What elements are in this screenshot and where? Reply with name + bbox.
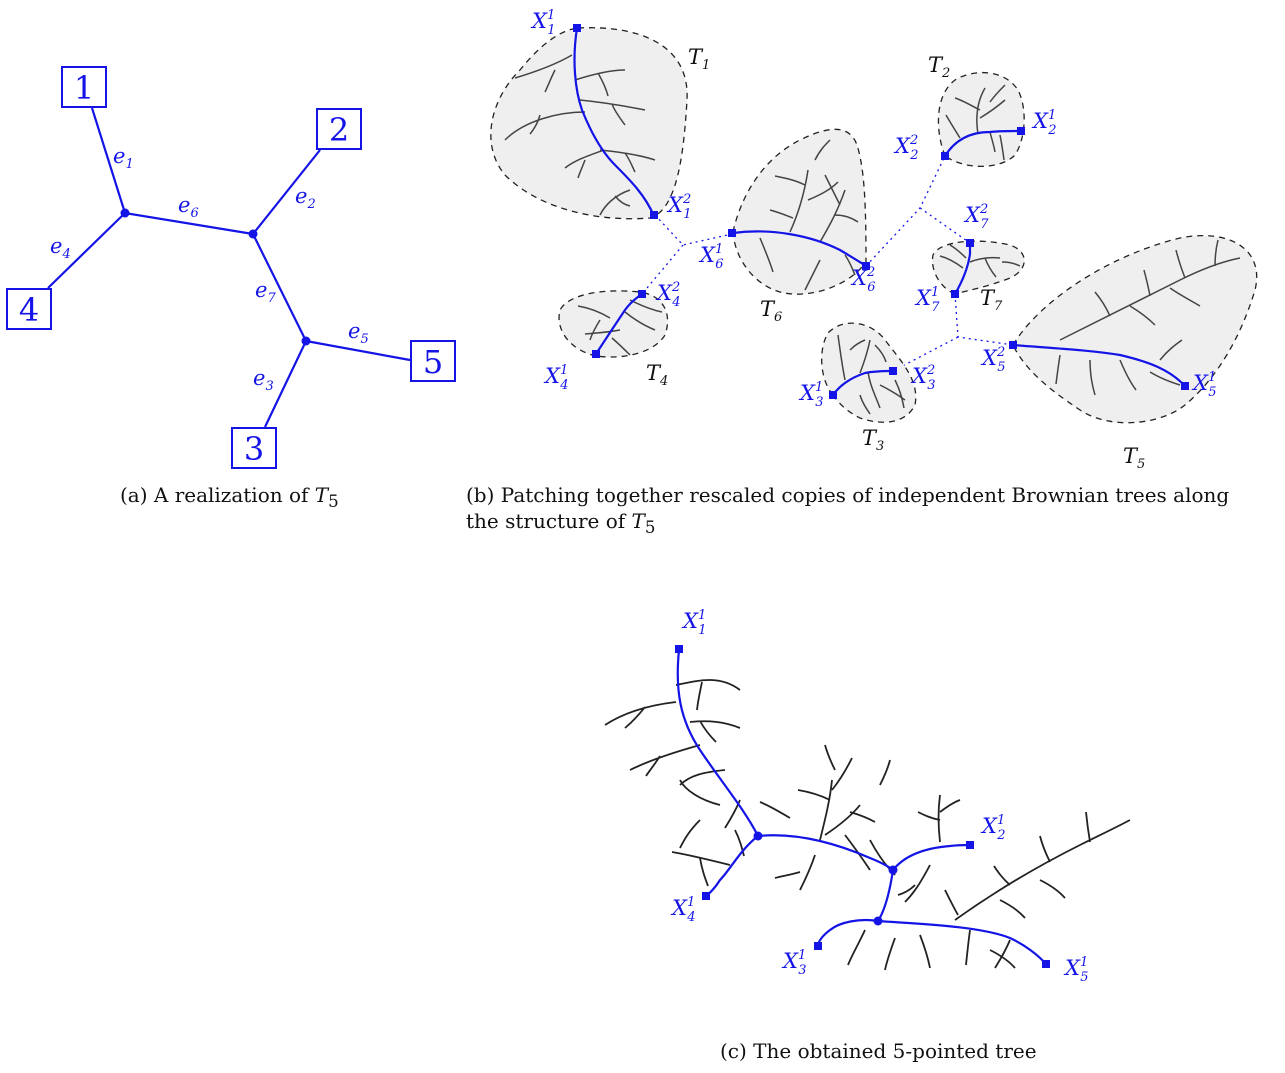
leaf-box-4: 4 [6,288,52,330]
caption-b-line2: the structure of T5 [466,509,656,537]
internal-node [248,229,258,239]
leaf-box-3: 3 [231,427,277,469]
brownian-tree-T4 [558,290,669,358]
path-to-X2 [892,843,971,871]
edge-label-e5: e5 [348,319,369,347]
tree-label-T2: T2 [928,53,950,81]
path-center-lower [877,869,895,922]
tree-label-T6: T6 [760,297,782,325]
leaf-box-5: 5 [410,340,456,382]
brownian-tree-T3 [821,322,917,423]
caption-a: (a) A realization of T5 [120,483,339,511]
edge-e1-line [90,107,127,214]
brownian-tree-T7 [931,239,1025,298]
marked-point-X3 [814,942,822,950]
caption-b: (b) Patching together rescaled copies of… [466,482,1281,541]
marked-point-X4 [702,892,710,900]
path-center [757,834,894,871]
connector-6-2 [865,155,946,267]
svg-text:3: 3 [244,430,264,468]
edge-label-e6: e6 [178,193,199,221]
tree-label-T5: T5 [1123,444,1145,472]
svg-text:4: 4 [19,291,39,329]
marked-point-X2 [966,841,974,849]
edge-e6-line [124,211,254,236]
marked-point-X1 [675,645,683,653]
connector-1-6 [654,214,733,246]
edge-label-e7: e7 [255,278,276,306]
internal-node [301,336,311,346]
edge-e2-line [252,149,321,235]
brownian-tree-T5 [1009,234,1258,424]
brownian-tree-T1 [490,24,688,220]
brownian-tree-T2 [937,71,1025,167]
edge-e7-line [252,233,307,342]
tree-label-T3: T3 [862,426,884,454]
branch-point [888,865,898,875]
edge-e3-line [264,340,307,428]
path-to-X1 [676,649,759,837]
svg-text:1: 1 [74,69,94,107]
branch-point [873,916,883,926]
panel-a-tree: 1 2 3 4 5 e1 e2 e3 e4 e5 e6 e7 [6,66,456,469]
tree-label-T1: T1 [688,45,710,73]
connector-6-7 [919,207,971,244]
internal-node [120,208,130,218]
path-to-X4 [705,835,759,897]
marked-point-X5 [1042,960,1050,968]
branch-point [753,831,763,841]
path-to-X3 [816,918,879,947]
connector-6-4 [641,244,684,295]
edge-label-e4: e4 [50,234,71,262]
edge-e5-line [305,339,411,362]
svg-text:5: 5 [423,343,443,381]
leaf-box-1: 1 [61,66,107,108]
edge-label-e3: e3 [253,366,274,394]
caption-c: (c) The obtained 5-pointed tree [720,1039,1037,1063]
leaf-box-2: 2 [316,108,362,150]
tree-label-T4: T4 [646,361,668,389]
edge-label-e1: e1 [113,144,134,172]
brownian-tree-T6 [728,128,870,295]
edge-e4-line [47,212,126,289]
edge-label-e2: e2 [295,184,316,212]
caption-b-line1: (b) Patching together rescaled copies of… [466,483,1230,507]
tree-label-T7: T7 [980,286,1003,314]
svg-text:2: 2 [329,111,349,149]
path-to-X5 [877,919,1047,965]
